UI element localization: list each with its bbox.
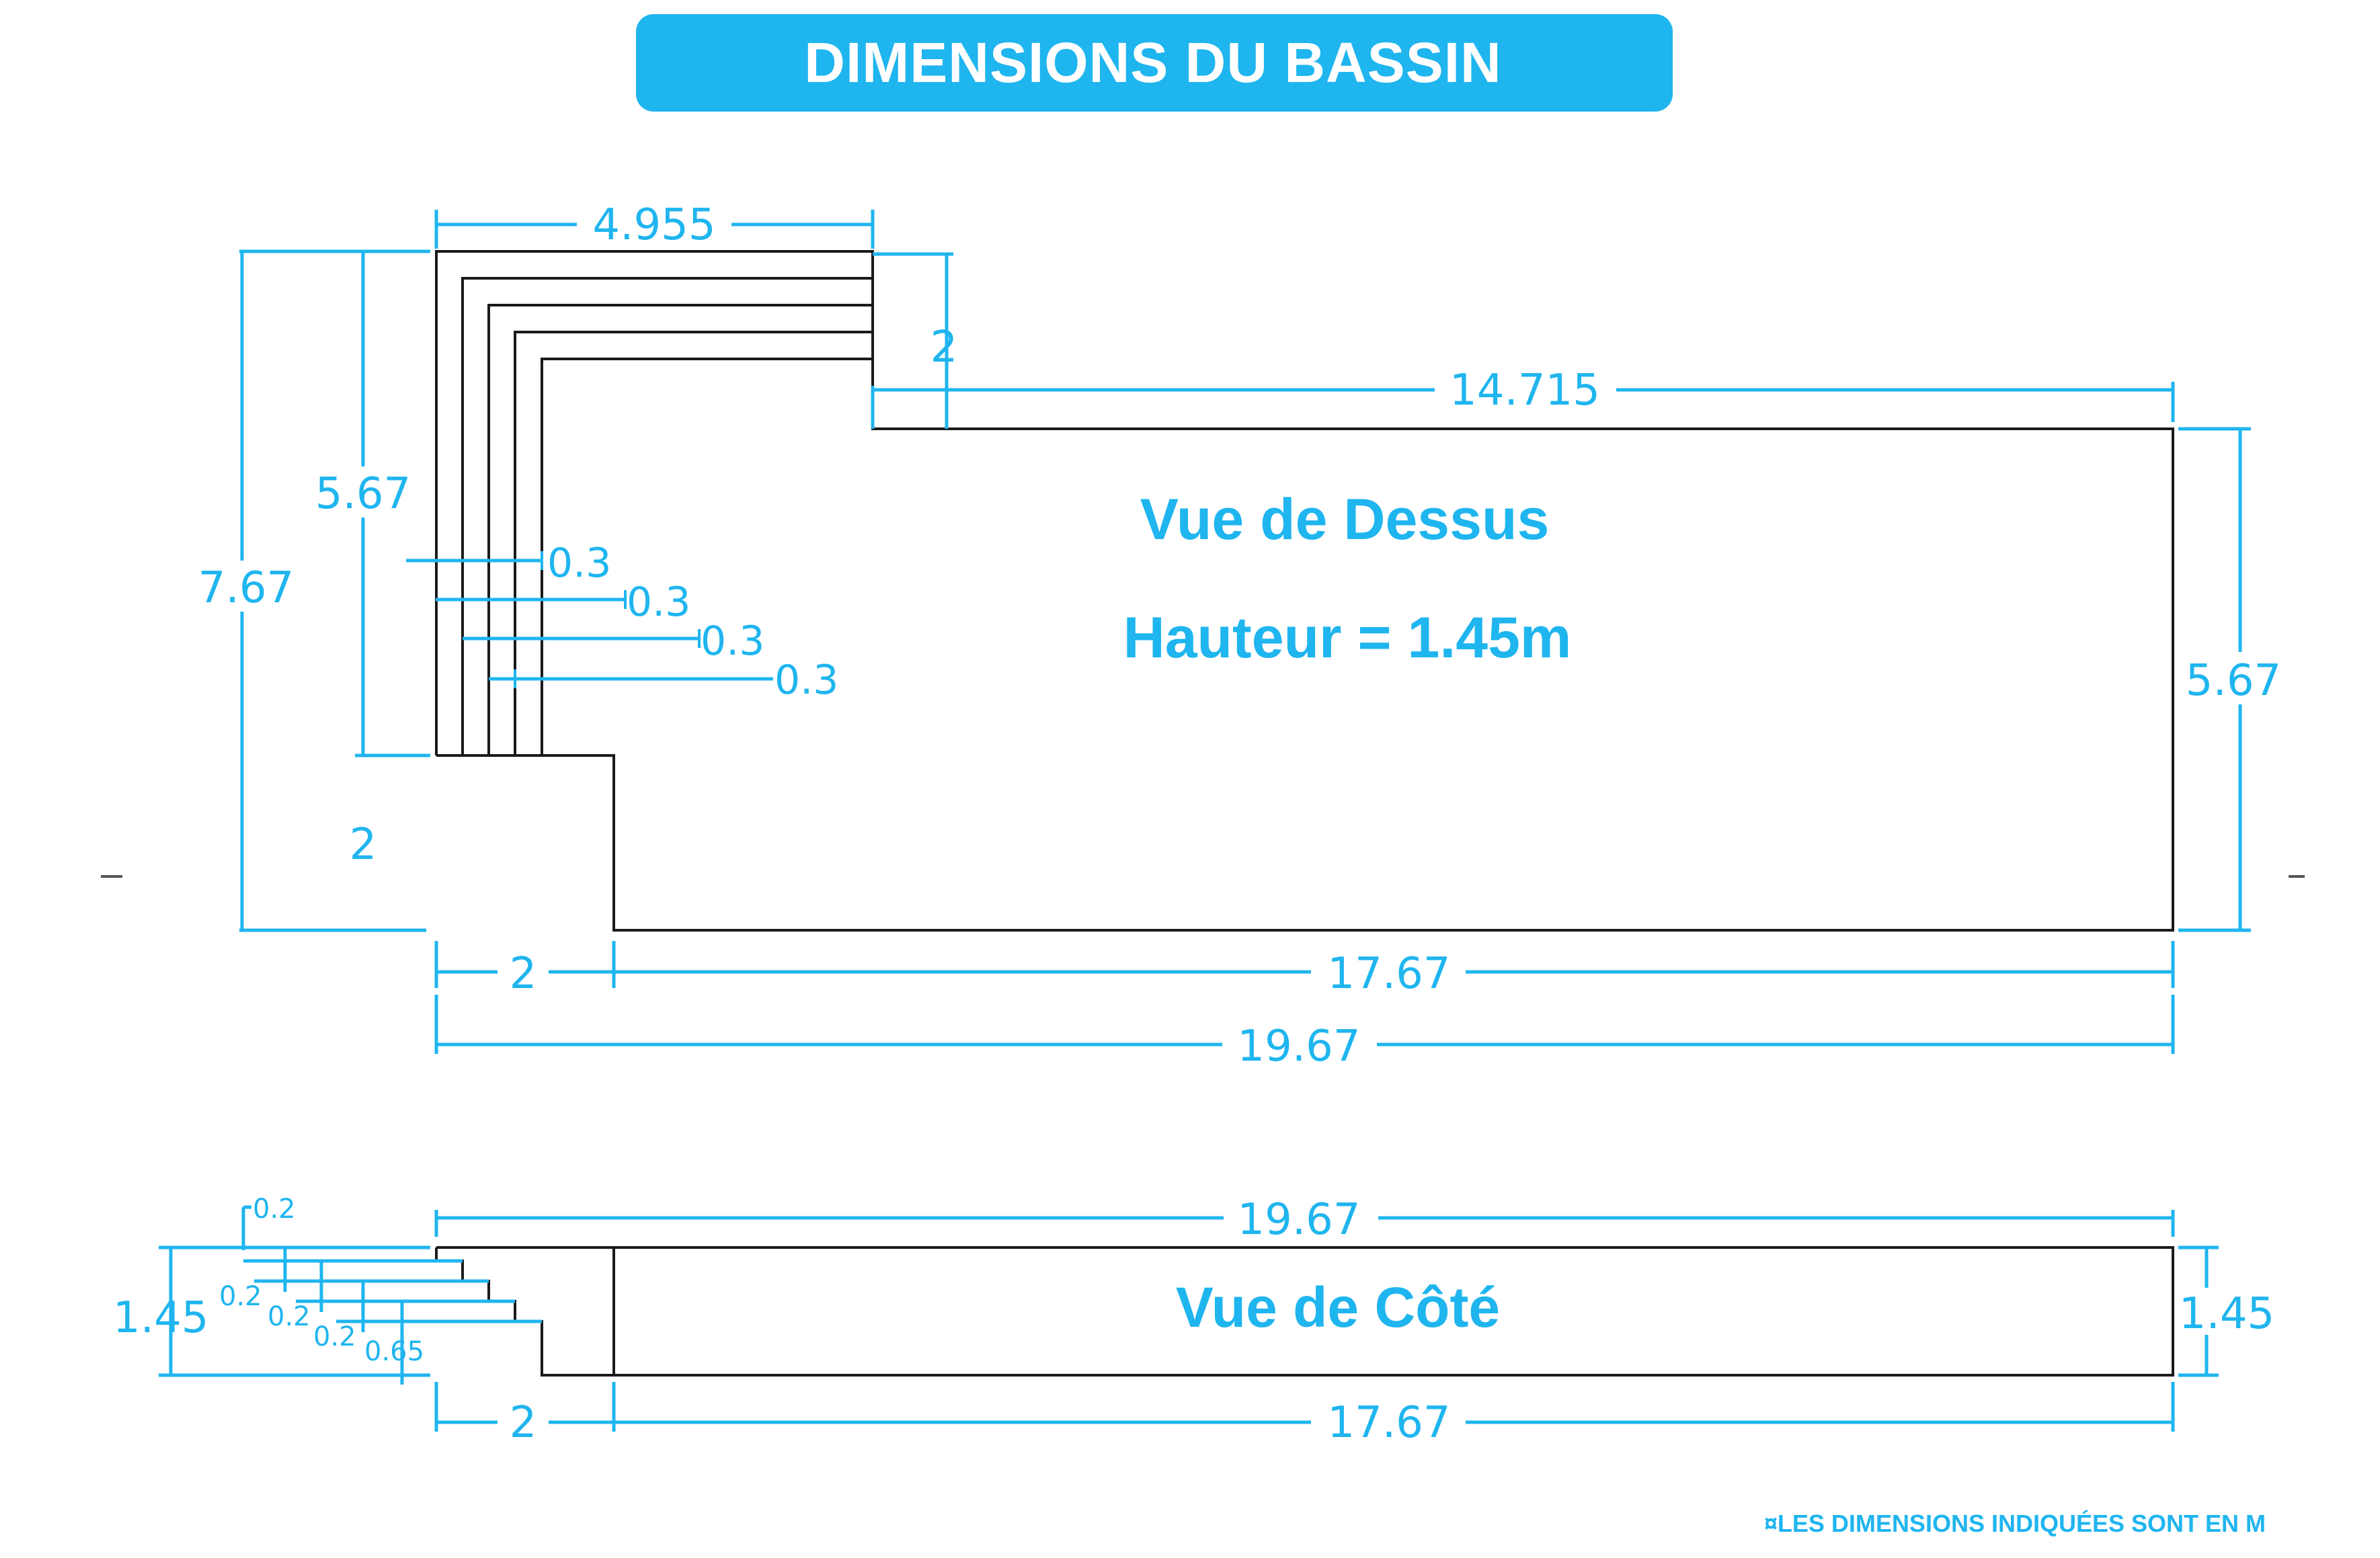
dim-tread-4: 0.3 [775, 657, 838, 704]
side-dim-riser-4: 0.2 [313, 1321, 356, 1352]
dim-bottom-left: 2 [510, 949, 537, 999]
side-view-dimension-lines [159, 1205, 2219, 1432]
tread-ticks [514, 551, 701, 688]
top-view-steps [461, 277, 873, 755]
dim-main-length-top: 14.715 [1450, 366, 1600, 415]
page-title: DIMENSIONS DU BASSIN [804, 31, 1502, 94]
dim-step-offset: 2 [930, 323, 958, 372]
dim-right-height: 5.67 [2186, 656, 2282, 706]
side-dim-riser-3: 0.2 [268, 1301, 311, 1332]
dim-tread-2: 0.3 [627, 579, 690, 626]
side-dim-riser-2: 0.2 [219, 1281, 262, 1312]
side-dim-riser-1: 0.2 [253, 1194, 296, 1225]
side-view-dimension-labels: 19.67 1.45 0.2 0.2 0.2 0.2 0.65 1.45 2 1… [113, 1194, 2274, 1448]
top-view-outline [435, 250, 2174, 932]
units-footnote: ¤LES DIMENSIONS INDIQUÉES SONT EN M [1763, 1510, 2266, 1537]
dim-tread-1: 0.3 [547, 540, 611, 587]
side-dim-depth-right: 1.45 [2179, 1289, 2275, 1339]
dim-total-length: 19.67 [1237, 1022, 1360, 1071]
dim-step-width: 4.955 [592, 200, 715, 250]
side-dim-bottom-main: 17.67 [1327, 1398, 1450, 1448]
top-view-height: Hauteur = 1.45m [1123, 606, 1572, 670]
dim-bottom-main: 17.67 [1327, 949, 1450, 999]
title-banner: DIMENSIONS DU BASSIN [636, 14, 1673, 112]
dim-left-inner: 5.67 [315, 469, 411, 519]
top-view-dimension-labels: 4.955 2 14.715 5.67 7.67 2 5.67 0.3 0.3 … [187, 200, 2291, 1071]
side-dim-last-riser: 0.65 [364, 1336, 424, 1367]
dim-tread-3: 0.3 [701, 618, 764, 665]
side-dim-bottom-left: 2 [510, 1398, 537, 1448]
dim-lower-left: 2 [350, 820, 377, 870]
top-view-title: Vue de Dessus [1140, 487, 1550, 552]
dim-left-total: 7.67 [198, 563, 294, 613]
side-view-title: Vue de Côté [1176, 1276, 1500, 1339]
side-dim-depth-left: 1.45 [113, 1293, 209, 1343]
side-dim-total-length: 19.67 [1237, 1195, 1360, 1245]
